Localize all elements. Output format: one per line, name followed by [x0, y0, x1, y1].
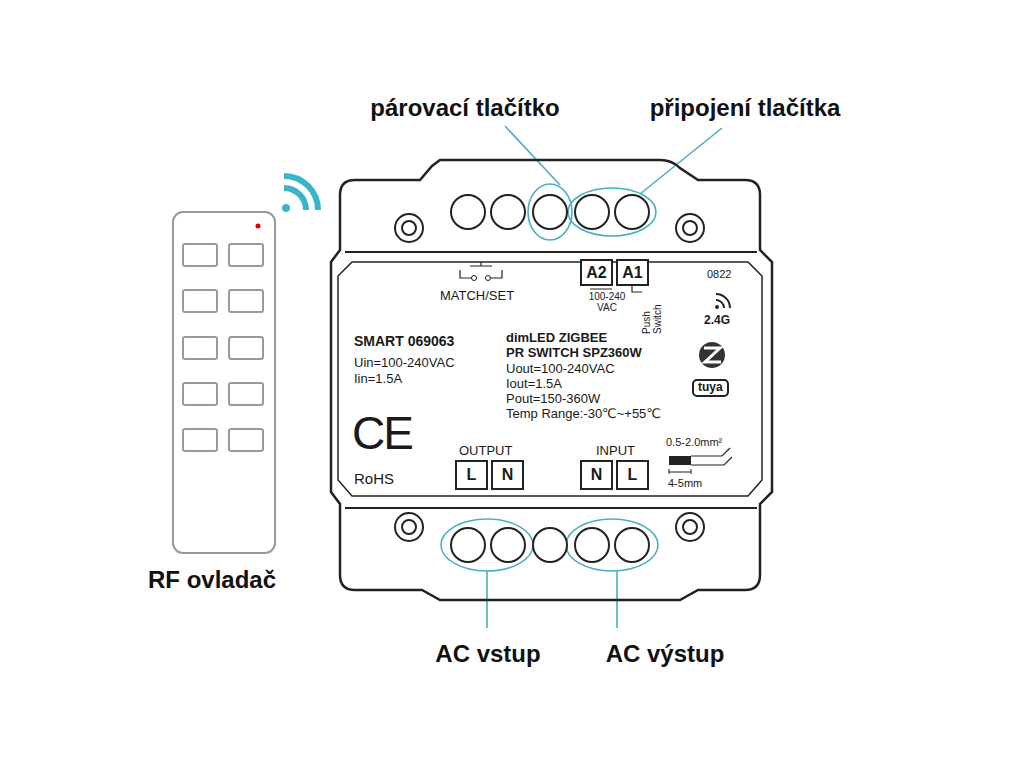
- spec-label: MATCH/SET: [440, 289, 514, 304]
- terminal-box: A2: [580, 259, 613, 286]
- callout-label: RF ovladač: [148, 566, 276, 594]
- spec-label: Uin=100-240VAC: [354, 356, 455, 371]
- terminal-box: L: [616, 460, 649, 490]
- spec-label: Temp Range:-30℃~+55℃: [506, 407, 661, 422]
- product-name: dimLED ZIGBEE: [506, 331, 607, 346]
- model-number: SMART 069063: [354, 333, 454, 349]
- terminal-group: INPUT: [596, 444, 635, 459]
- ce-mark: CE: [352, 410, 412, 456]
- callout-label: párovací tlačítko: [370, 94, 559, 122]
- terminal-box: A1: [616, 259, 649, 286]
- device-housing: MATCH/SET 0822 2.4G 100-240 VAC Push SwitchS…: [326, 156, 778, 604]
- spec-label: Uout=100-240VAC: [506, 362, 615, 377]
- wire-size: 0.5-2.0mm²: [666, 436, 722, 449]
- spec-label: Pout=150-360W: [506, 392, 600, 407]
- terminal-box: L: [455, 460, 488, 490]
- terminal-label: N: [502, 466, 514, 484]
- terminal-label: L: [467, 466, 477, 484]
- callout-label: AC výstup: [606, 640, 725, 668]
- terminal-label: A1: [622, 264, 642, 282]
- strip-length: 4-5mm: [668, 477, 702, 490]
- switch-note: Push Switch: [642, 298, 663, 334]
- led-dot: [256, 224, 261, 229]
- brand-logo: tuya: [692, 379, 729, 397]
- callout-label: připojení tlačítka: [650, 94, 841, 122]
- date-code: 0822: [707, 268, 731, 281]
- voltage-note: 100-240 VAC: [587, 292, 627, 313]
- terminal-label: N: [591, 466, 603, 484]
- callout-label: AC vstup: [435, 640, 540, 668]
- terminal-box: N: [491, 460, 524, 490]
- band-label: 2.4G: [704, 314, 730, 328]
- rf-remote: [173, 212, 275, 553]
- terminal-box: N: [580, 460, 613, 490]
- callout-leaders: [441, 126, 722, 628]
- terminal-label: L: [628, 466, 638, 484]
- spec-label: Iout=1.5A: [506, 377, 562, 392]
- spec-label: Iin=1.5A: [354, 372, 402, 387]
- terminal-label: A2: [586, 264, 606, 282]
- product-name: PR SWITCH SPZ360W: [506, 346, 642, 361]
- terminal-group: OUTPUT: [459, 444, 512, 459]
- wireless-icon: [282, 164, 330, 212]
- rohs-mark: RoHS: [354, 470, 394, 487]
